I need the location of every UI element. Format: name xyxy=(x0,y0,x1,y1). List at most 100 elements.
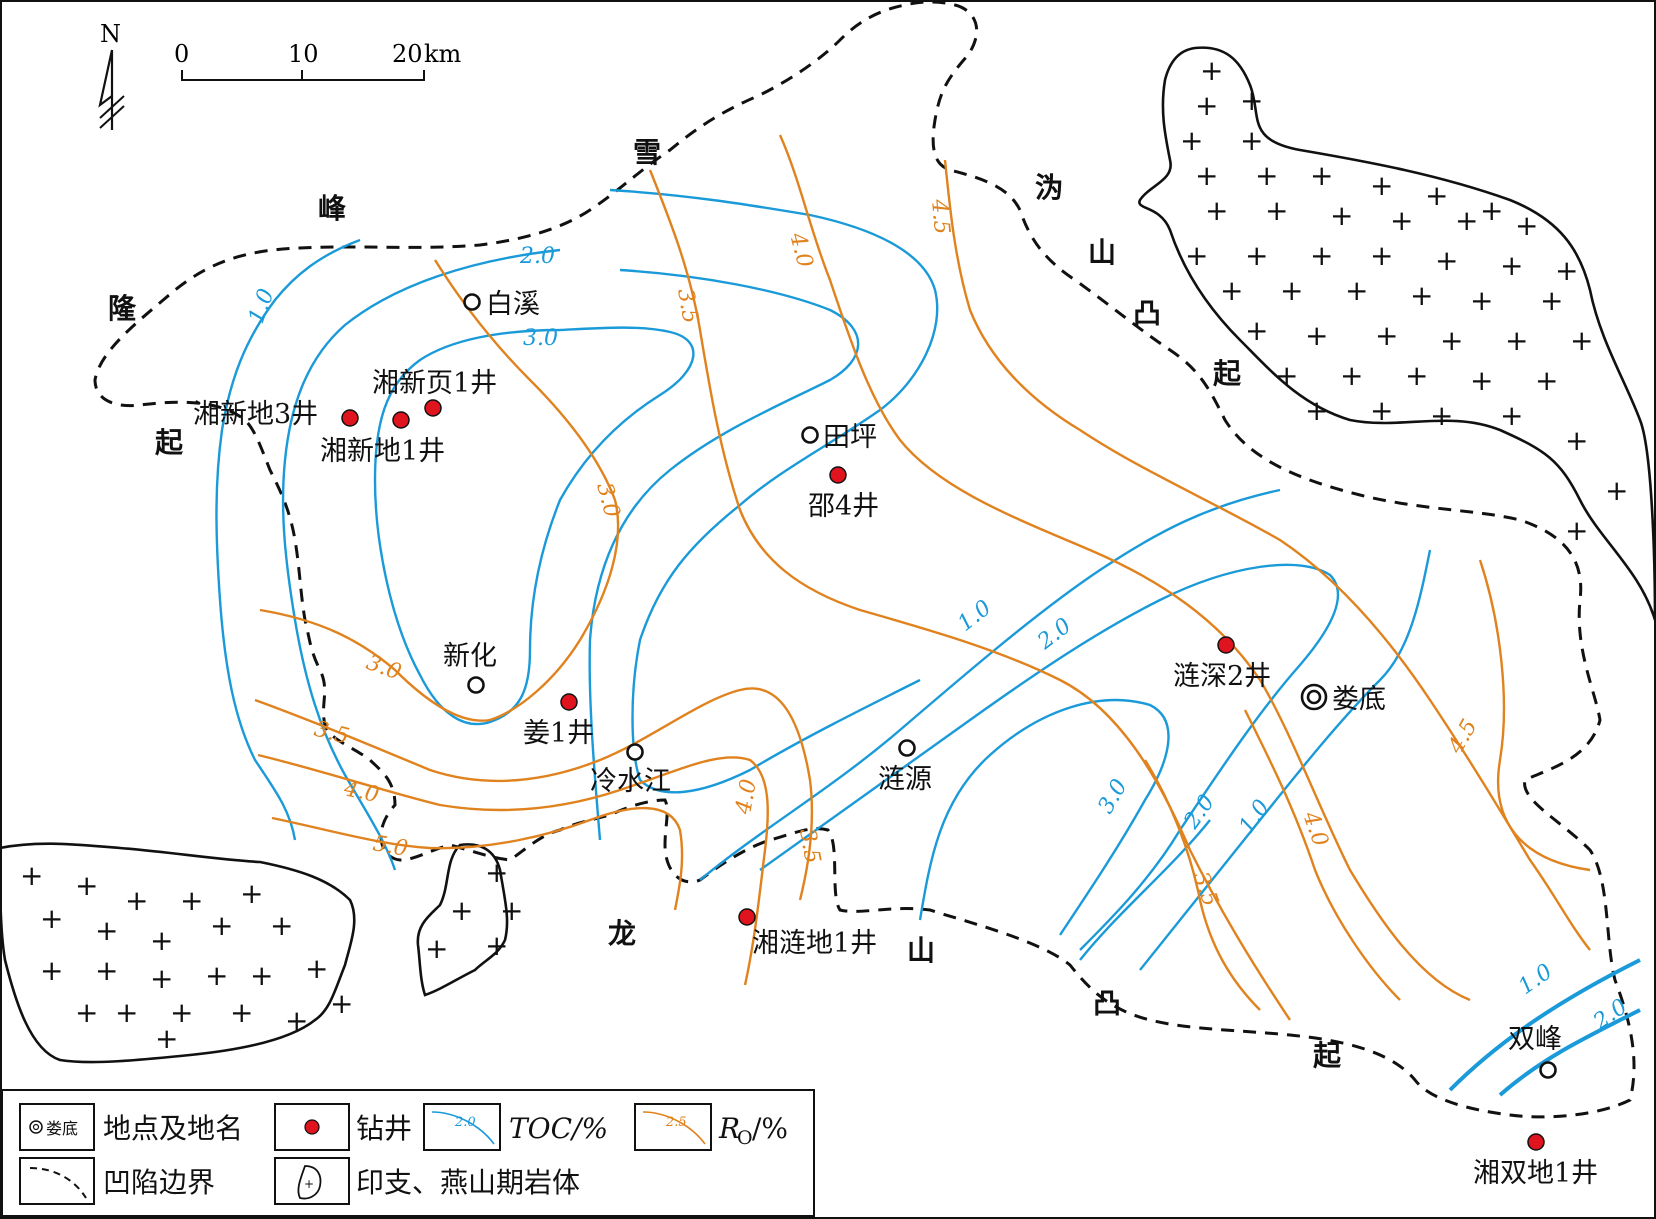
toc-contour-1-west xyxy=(215,238,361,841)
region-label-longshan: 龙 xyxy=(608,917,636,950)
pluton-plus-mark: + xyxy=(1455,204,1478,237)
pluton-plus-mark: + xyxy=(1480,194,1503,227)
pluton-plus-mark: + xyxy=(330,987,353,1020)
pluton-plus-mark: + xyxy=(1440,324,1463,357)
ro-label: 3.5 xyxy=(794,827,825,866)
north-label: N xyxy=(100,20,121,48)
scale-bar: 0 10 20 km xyxy=(174,40,462,81)
well-marker xyxy=(424,399,442,417)
legend-ro-unit: /% xyxy=(752,1112,788,1145)
pluton-plus-mark: + xyxy=(1255,159,1278,192)
pluton-plus-mark: + xyxy=(450,894,473,927)
north-arrow: N xyxy=(98,20,125,130)
legend-well-icon xyxy=(304,1119,320,1135)
pluton-plus-mark: + xyxy=(95,914,118,947)
toc-contour-1-shuangfeng xyxy=(1448,958,1641,1092)
legend-boundary-label: 凹陷边界 xyxy=(103,1166,215,1199)
pluton-plus-mark: + xyxy=(150,962,173,995)
ro-label: 3.5 xyxy=(672,287,703,326)
pluton-plus-mark: + xyxy=(1505,324,1528,357)
toc-contour-2-shuangfeng xyxy=(1498,1008,1641,1097)
ro-contour-3-north xyxy=(259,259,620,722)
scale-tick-10: 10 xyxy=(288,40,319,68)
pluton-plus-mark: + xyxy=(1340,359,1363,392)
pluton-plus-mark: + xyxy=(75,869,98,902)
place-marker xyxy=(898,739,916,757)
ro-label: 4.5 xyxy=(926,197,954,235)
ro-contour-3-5-west xyxy=(254,687,814,901)
pluton-plus-mark: + xyxy=(205,959,228,992)
well-label-ls2: 涟深2井 xyxy=(1173,661,1271,692)
place-marker xyxy=(801,426,819,444)
legend-pluton-icon xyxy=(297,1165,322,1200)
pluton-plus-mark: + xyxy=(1345,274,1368,307)
legend-boundary-line xyxy=(29,1167,87,1199)
well-label-xsd1: 湘双地1井 xyxy=(1473,1158,1598,1189)
region-label-xuefeng: 隆 xyxy=(108,292,137,325)
ro-contours xyxy=(254,134,1591,1021)
well-marker xyxy=(560,693,578,711)
region-label-xuefeng: 峰 xyxy=(318,192,346,225)
well-marker xyxy=(1527,1133,1545,1151)
pluton-plus-mark: + xyxy=(500,894,523,927)
region-label-weishan: 山 xyxy=(1088,236,1116,269)
ro-contour-4-west xyxy=(257,753,769,986)
place-marker xyxy=(1539,1061,1557,1079)
legend-toc-line xyxy=(431,1111,495,1145)
pluton-plus-mark: + xyxy=(40,902,63,935)
place-label-xinhua: 新化 xyxy=(443,641,497,672)
pluton-plus-mark: + xyxy=(230,996,253,1029)
well-label-jiang1: 姜1井 xyxy=(523,718,594,749)
region-label-xuefeng: 起 xyxy=(155,426,184,459)
well-marker xyxy=(1217,636,1235,654)
region-label-weishan: 沩 xyxy=(1035,171,1063,204)
scale-tick-0: 0 xyxy=(174,40,189,68)
well-marker xyxy=(341,409,359,427)
toc-contour-2-west xyxy=(281,248,561,871)
pluton-plus-mark: + xyxy=(1375,319,1398,352)
region-label-longshan: 凸 xyxy=(1093,987,1121,1020)
place-marker xyxy=(626,743,644,761)
toc-label: 3.0 xyxy=(523,326,558,351)
region-label-longshan: 起 xyxy=(1313,1039,1342,1072)
wells: 湘新地3井 湘新页1井 湘新地1井 邵4井 姜1井 涟深2井 湘涟地1井 湘双地… xyxy=(193,368,1598,1189)
pluton-southwest xyxy=(0,842,356,1064)
pluton-layer: ++++++++++++++++++++++++++++++++++++++++… xyxy=(0,46,1656,1064)
pluton-plus-mark: + xyxy=(1195,89,1218,122)
pluton-plus-mark: + xyxy=(1220,274,1243,307)
toc-contour-1-south xyxy=(1079,819,1211,961)
pluton-plus-mark: + xyxy=(240,877,263,910)
pluton-plus-mark: + xyxy=(1435,244,1458,277)
pluton-central xyxy=(416,843,509,997)
pluton-plus-mark: + xyxy=(1240,124,1263,157)
pluton-plus-mark: + xyxy=(125,884,148,917)
place-label-lengshuijiang: 冷水江 xyxy=(590,766,671,797)
region-label-weishan: 起 xyxy=(1213,357,1242,390)
ro-contour-3-5-north xyxy=(648,169,1291,1021)
toc-contour-1-east xyxy=(699,488,1281,881)
pluton-plus-mark: + xyxy=(1500,249,1523,282)
pluton-plus-mark: + xyxy=(1390,204,1413,237)
pluton-plus-mark: + xyxy=(1195,159,1218,192)
pluton-plus-mark: + xyxy=(1470,364,1493,397)
pluton-plus-mark: + xyxy=(1565,424,1588,457)
pluton-plus-mark: + xyxy=(1535,364,1558,397)
pluton-plus-mark: + xyxy=(155,1022,178,1055)
place-label-lianyuan: 涟源 xyxy=(878,764,932,795)
pluton-plus-mark: + xyxy=(1370,394,1393,427)
well-label-xxy1: 湘新页1井 xyxy=(372,368,497,399)
pluton-plus-mark: + xyxy=(425,932,448,965)
legend-toc-sample: 2.0 xyxy=(454,1115,476,1130)
pluton-plus-mark: + xyxy=(1515,209,1538,242)
pluton-plus-mark: + xyxy=(170,996,193,1029)
well-label-shao4: 邵4井 xyxy=(808,491,879,522)
pluton-plus-mark: + xyxy=(1275,359,1298,392)
well-marker xyxy=(738,908,756,926)
pluton-plus-mark: + xyxy=(1565,514,1588,547)
pluton-plus-mark: + xyxy=(210,909,233,942)
place-marker xyxy=(463,293,481,311)
pluton-plus-mark: + xyxy=(1370,239,1393,272)
pluton-plus-mark: + xyxy=(1185,239,1208,272)
pluton-plus-mark: + xyxy=(285,1004,308,1037)
